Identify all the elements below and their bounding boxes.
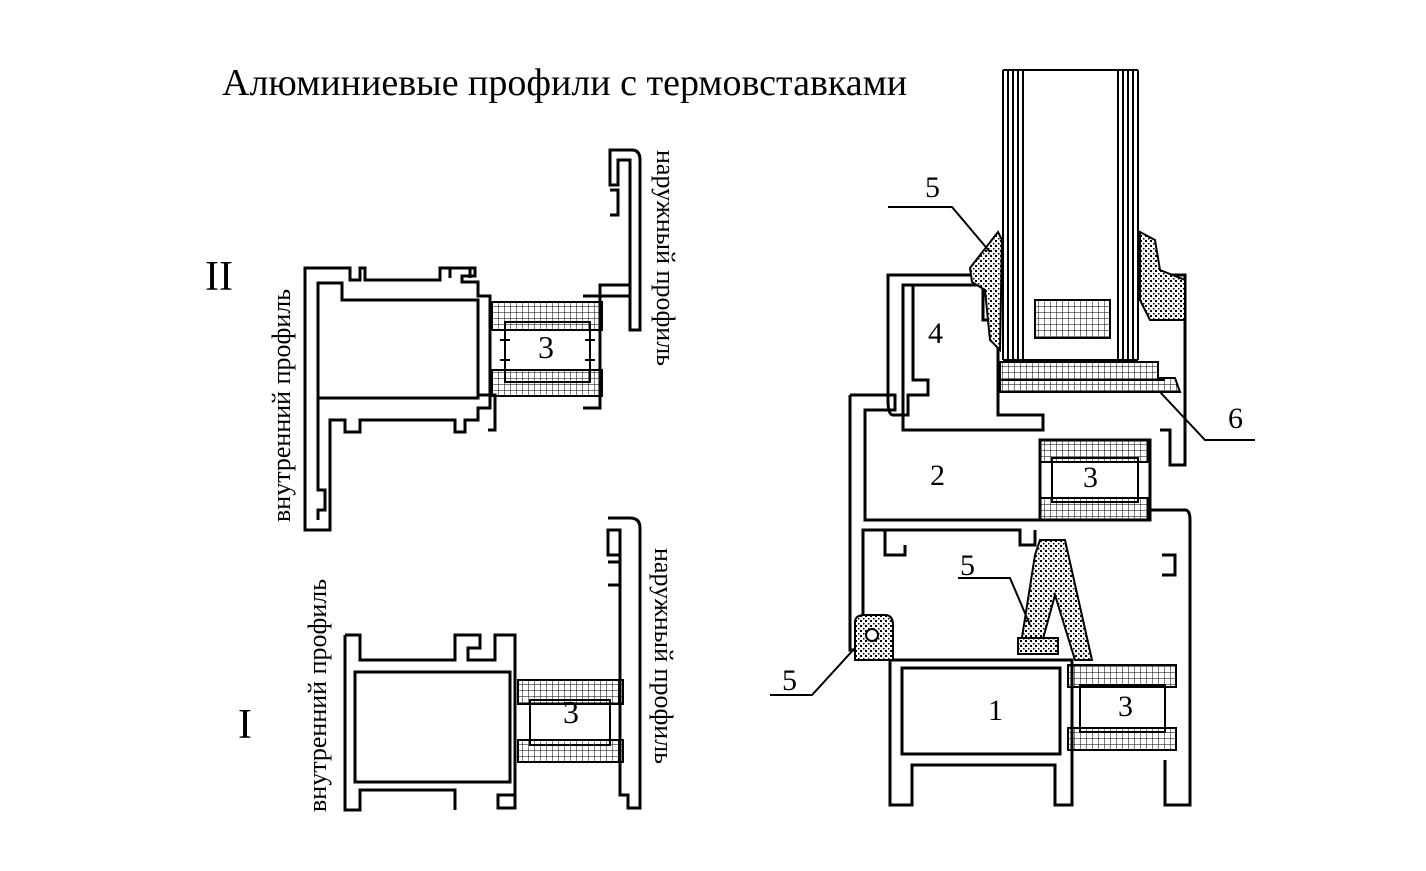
chamber-4-label: 4 bbox=[928, 317, 943, 350]
profile-ii-roman: II bbox=[205, 254, 233, 300]
profile-ii-thermal-insert bbox=[491, 301, 603, 397]
profile-i: I внутренний профиль наружный профиль 3 bbox=[238, 516, 678, 812]
profile-ii-inner-profile bbox=[303, 266, 497, 532]
sash-frame bbox=[886, 273, 1187, 467]
profile-ii: II внутренний профиль наружный профиль 3 bbox=[205, 148, 680, 532]
leader-lines bbox=[770, 206, 1255, 696]
callout-spacer: 6 bbox=[1228, 402, 1243, 435]
seal-left bbox=[854, 614, 894, 661]
profile-i-roman: I bbox=[238, 702, 252, 748]
glazing-spacer bbox=[999, 361, 1182, 393]
chamber-1-label: 1 bbox=[988, 694, 1003, 727]
profile-ii-insert-number: 3 bbox=[538, 329, 554, 365]
callout-seal-left: 5 bbox=[782, 664, 797, 697]
seal-top-left bbox=[968, 230, 1004, 353]
upper-insert-label: 3 bbox=[1083, 461, 1098, 494]
profile-i-insert-number: 3 bbox=[563, 694, 579, 730]
profile-ii-outer-label: наружный профиль bbox=[651, 150, 680, 366]
profile-ii-outer-profile bbox=[583, 148, 642, 410]
profile-i-outer-label: наружный профиль bbox=[649, 548, 678, 764]
assembly-upper-insert bbox=[1039, 439, 1149, 521]
profile-i-thermal-insert bbox=[517, 679, 624, 763]
profile-ii-inner-label: внутренний профиль bbox=[267, 289, 296, 522]
callout-seal-top: 5 bbox=[925, 171, 940, 204]
diagram-title: Алюминиевые профили с термовставками bbox=[222, 62, 907, 104]
glass-unit bbox=[1002, 69, 1139, 361]
profile-i-outer-profile bbox=[606, 516, 642, 810]
profile-i-inner-label: внутренний профиль bbox=[303, 579, 332, 812]
profile-i-inner-profile bbox=[343, 633, 517, 812]
callout-seal-mid: 5 bbox=[960, 549, 975, 582]
seal-top-right bbox=[1139, 230, 1186, 321]
assembly-lower-insert bbox=[1067, 664, 1177, 751]
seal-middle bbox=[1017, 539, 1094, 661]
window-assembly: 4 2 1 3 3 5 5 5 6 bbox=[770, 69, 1255, 807]
chamber-2-label: 2 bbox=[930, 459, 945, 492]
lower-insert-label: 3 bbox=[1118, 690, 1133, 723]
